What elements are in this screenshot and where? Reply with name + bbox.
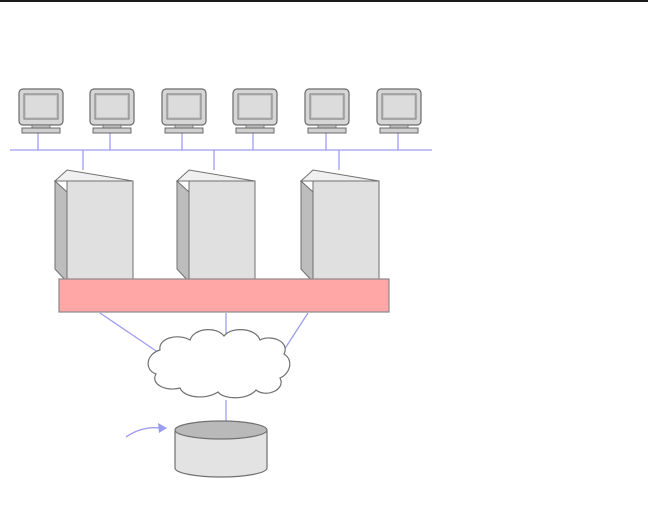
cloud-icon[interactable] [148, 330, 290, 398]
monitor-icon[interactable] [162, 89, 206, 133]
monitor-icon[interactable] [19, 89, 63, 133]
workstation-connectors [38, 131, 398, 150]
monitor-icon[interactable] [305, 89, 349, 133]
interconnect-bar[interactable] [59, 279, 389, 312]
server-connectors [83, 150, 339, 170]
server-tower-icon[interactable] [301, 170, 379, 282]
network-link-right [284, 313, 308, 350]
network-link-left [100, 313, 165, 357]
database-cylinder-icon[interactable] [175, 421, 267, 477]
monitor-icon[interactable] [233, 89, 277, 133]
server-tower-icon[interactable] [55, 170, 133, 282]
arrow-icon [126, 423, 167, 437]
monitor-icon[interactable] [90, 89, 134, 133]
server-tower-icon[interactable] [177, 170, 255, 282]
monitor-icon[interactable] [377, 89, 421, 133]
